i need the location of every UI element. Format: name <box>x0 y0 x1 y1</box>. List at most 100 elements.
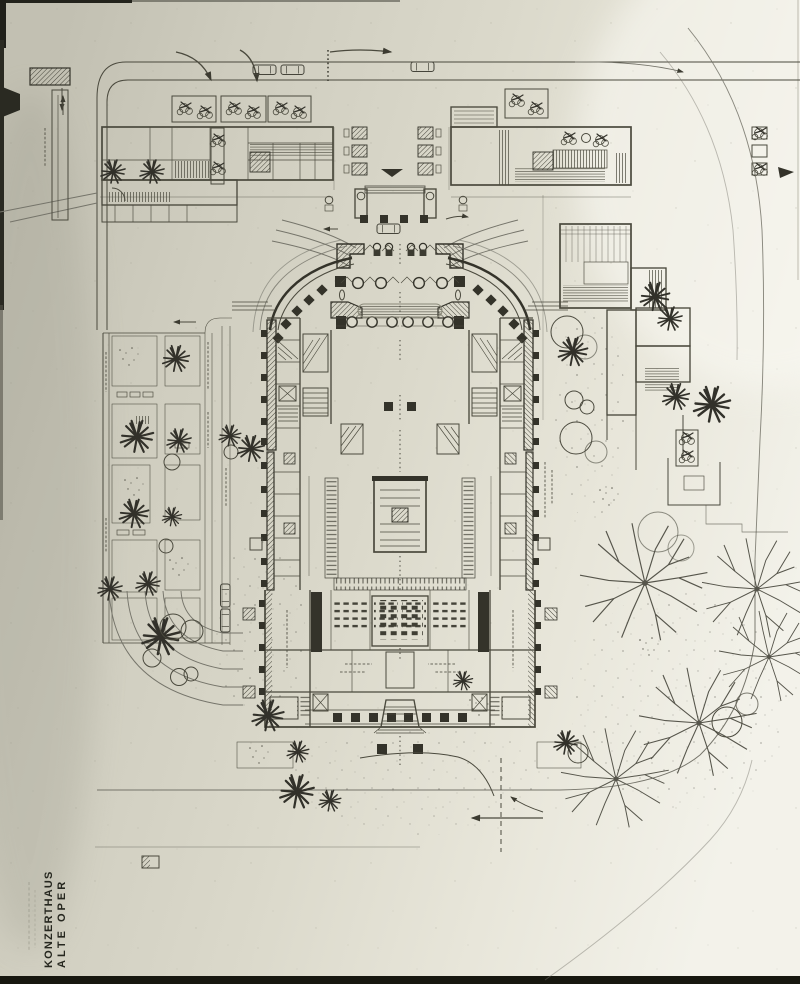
joint-zigzag <box>363 244 395 252</box>
top-street <box>96 47 800 330</box>
podium-square <box>391 507 409 523</box>
stage-front-bar <box>372 476 428 481</box>
round-column <box>346 316 358 328</box>
foyer-curved-wall-inner <box>277 263 355 331</box>
court-wall <box>667 458 721 506</box>
stair-block <box>302 387 329 417</box>
entrance-canopy <box>364 185 426 194</box>
planting-bed <box>267 95 312 123</box>
canopy-pier <box>423 188 437 219</box>
terrace-arc <box>259 245 348 331</box>
round-column <box>366 316 378 328</box>
wall-buttresses <box>261 330 267 445</box>
tree-circle <box>581 133 591 143</box>
seating-comb-band <box>324 477 339 579</box>
stamp-title-line2: ALTE OPER <box>56 879 68 968</box>
round-column <box>374 276 388 290</box>
tree-circle <box>567 742 589 764</box>
bulb-column <box>384 242 394 257</box>
stage-rows <box>380 489 420 547</box>
block-a-grid <box>560 226 631 262</box>
block-ne-outline <box>450 126 632 186</box>
tram-platform <box>51 89 69 221</box>
left-edge-dark-3 <box>0 305 3 520</box>
hall-stair <box>340 423 364 455</box>
southeast-landscape <box>559 421 800 828</box>
gravel-texture <box>555 300 625 520</box>
elevator-x <box>312 693 329 712</box>
column-base <box>324 204 334 212</box>
block-northwest <box>100 126 334 223</box>
elevator-x <box>278 385 297 402</box>
left-edge-wedge <box>0 86 20 118</box>
turn-arrow-1 <box>175 51 212 82</box>
stair-treads <box>303 392 328 414</box>
planter-square <box>532 151 554 171</box>
court-room <box>683 475 705 491</box>
proscenium-pier <box>384 402 393 411</box>
canopy-hatch <box>173 161 210 178</box>
column-circle <box>425 191 435 201</box>
turn-arrow-2 <box>239 49 260 83</box>
block-a-room <box>583 261 629 285</box>
hall-center <box>333 195 553 768</box>
wing-west-wall <box>266 319 277 451</box>
seat-rows <box>333 600 369 628</box>
street-north-curb <box>96 61 800 330</box>
stagehouse-machinery <box>377 600 423 640</box>
small-plan-box-fill <box>142 856 150 868</box>
elevator-box <box>278 385 297 402</box>
joint-zigzag <box>340 276 400 284</box>
planting-bed <box>171 95 217 123</box>
gravel-texture <box>290 725 550 835</box>
court-steps <box>705 505 788 533</box>
bottom-misc <box>141 855 160 869</box>
south-plaza-beds <box>236 670 589 812</box>
block-ne-strip2 <box>615 153 627 183</box>
street-south-curb <box>106 79 800 330</box>
planter-strip <box>675 429 699 467</box>
straight-arrow <box>329 47 393 55</box>
block-nw-lower <box>101 204 238 223</box>
column-circle <box>458 195 468 205</box>
garden-beds <box>111 335 201 641</box>
bottom-photo-edge <box>0 976 800 984</box>
block-ne-upper-hatch <box>454 110 494 124</box>
kiosk-column-east <box>751 126 769 177</box>
roof-hatch <box>250 143 333 156</box>
column-circle <box>324 195 334 205</box>
terrace-arc <box>252 239 342 333</box>
top-photo-edge <box>0 0 400 2</box>
left-edge-dark-2 <box>0 40 4 310</box>
block-a-band <box>563 285 628 303</box>
merge-lane-arrow <box>574 61 684 73</box>
side-road-line-2 <box>9 202 98 223</box>
planter-square <box>283 452 296 465</box>
gravel-texture <box>570 590 790 810</box>
terrace-block-b <box>630 267 667 311</box>
stagehouse-grid <box>371 595 429 647</box>
dark-slab <box>311 592 322 652</box>
garden-microtext <box>105 342 227 552</box>
north-planting-beds <box>171 95 312 123</box>
garden-tree-circles <box>158 444 239 554</box>
elevator-box <box>312 693 329 712</box>
block-northeast <box>450 88 794 198</box>
round-column <box>386 316 398 328</box>
stair-treads <box>278 408 298 422</box>
east-sweep-outer <box>687 27 765 561</box>
drive-arrow-right <box>445 213 469 220</box>
side-road-line-1 <box>0 192 98 213</box>
entrance-plaza <box>271 126 529 267</box>
planter-square <box>283 522 296 535</box>
bus-stop-shelter <box>29 67 71 86</box>
gravel-texture <box>215 540 305 720</box>
colonnade-pier <box>336 316 346 329</box>
planting-bed <box>220 95 267 123</box>
wing-room-dividers <box>276 339 300 429</box>
block-ne-band <box>515 168 605 182</box>
archive-stamp: KONZERTHAUS ALTE OPER <box>28 870 68 968</box>
corner-curve <box>544 759 753 981</box>
